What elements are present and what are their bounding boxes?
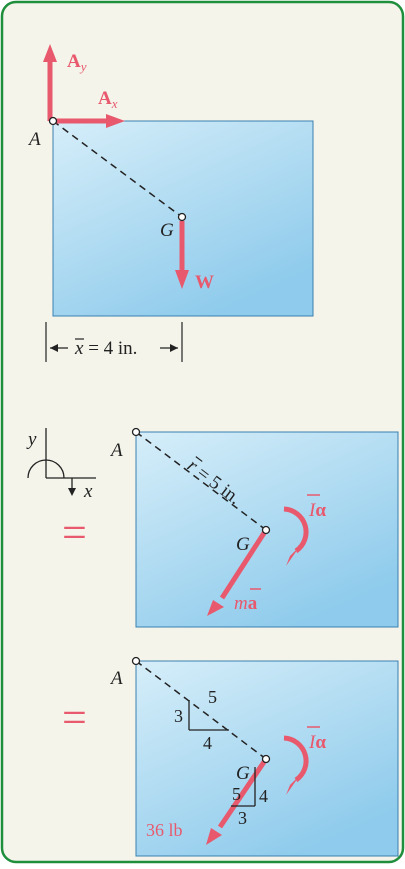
dashed-line-a-g [52,120,183,218]
slope-run-label: 4 [203,733,212,753]
svg-text:Iα: Iα [308,500,326,521]
ay-arrow [43,44,57,121]
center-g-label-3: G [236,763,250,784]
pin-a-2 [131,427,141,437]
equals-sign-1: = [62,508,87,557]
point-a-label-1: A [27,129,41,150]
force-hyp-label: 5 [232,784,241,804]
moment-arrow-2 [283,735,309,795]
force-triangle [231,767,256,807]
ma-label: ma [234,588,261,614]
force-rise-label: 4 [259,786,268,806]
ax-label: Ax [98,88,118,111]
xbar-label: x = 4 in. [74,338,137,359]
center-g-1 [177,212,187,222]
svg-text:ma: ma [234,593,258,614]
ax-arrow [50,114,125,128]
center-g-2 [261,525,271,535]
force-run-label: 3 [238,808,247,828]
weight-label: W [195,272,214,293]
moment-arrow-1 [283,506,309,566]
point-a-label-3: A [109,668,123,689]
center-g-label-1: G [160,220,174,241]
force-arrow [206,757,269,845]
slope-hyp-label: 5 [208,687,217,707]
ay-label: Ay [67,51,87,74]
slope-triangle [188,700,229,731]
force-label: 36 lb [146,820,183,840]
svg-text:Iα: Iα [308,732,326,753]
equals-sign-2: = [62,693,87,742]
xbar-dimension [45,322,183,362]
pin-a-1 [48,116,58,126]
diagram-components: = A 3 5 4 G 5 4 3 36 lb [62,656,399,857]
dashed-line-3 [135,660,267,760]
axes-symbol: y x [26,428,96,502]
center-g-label-2: G [236,534,250,555]
moment-label-1: Iα [307,494,326,521]
point-a-label-2: A [109,440,123,461]
weight-arrow [175,221,189,289]
moment-label-2: Iα [307,726,326,753]
slope-rise-label: 3 [174,706,183,726]
ma-arrow [207,528,269,616]
axis-y-label: y [26,429,37,450]
axis-x-label: x [83,481,93,502]
center-g-3 [261,754,271,764]
diagram-free-body: Ay Ax A G W x = 4 in. [27,44,314,362]
pin-a-3 [131,656,141,666]
dashed-line-r [135,431,267,531]
diagram-kinetic: = A r = 5 in. G Iα ma [62,427,399,628]
